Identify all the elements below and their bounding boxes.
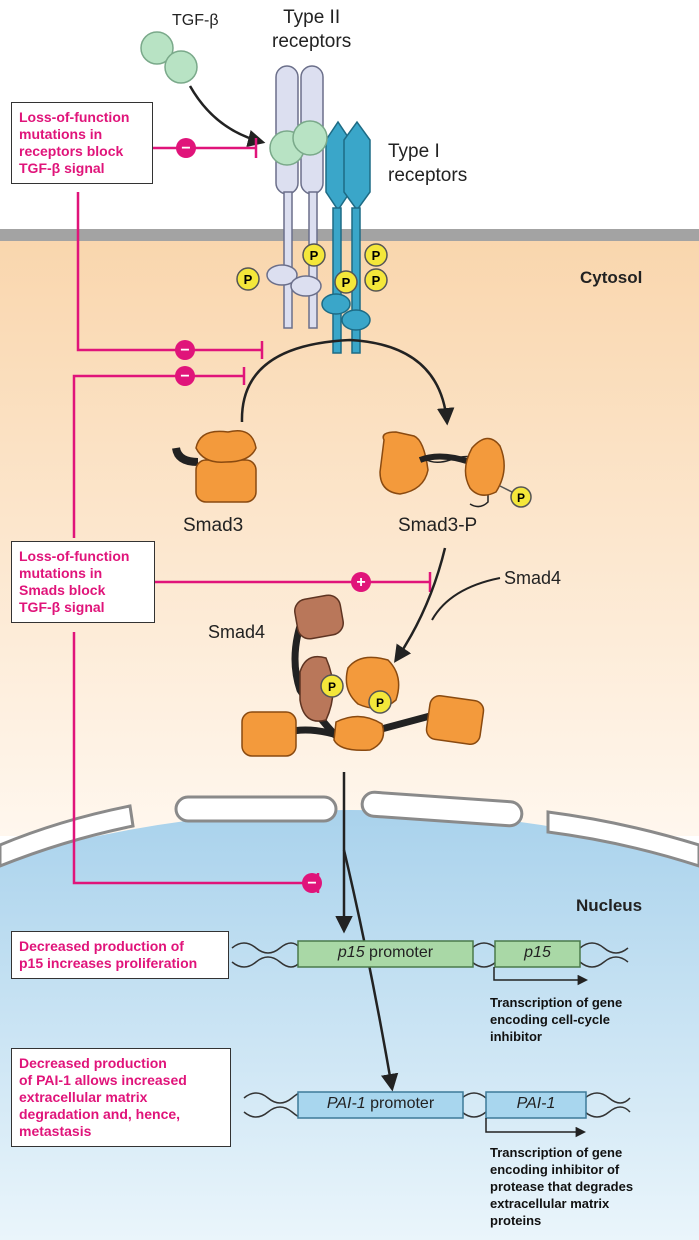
smad3-p-protein: P — [379, 431, 532, 508]
nucleus-label: Nucleus — [576, 896, 643, 915]
p15-transcription-note: Transcription of gene encoding cell-cycl… — [490, 995, 623, 1044]
inhibition-plus-smad4-binding — [351, 572, 371, 592]
svg-text:P: P — [310, 248, 319, 263]
receptor-kinase-domains — [266, 264, 371, 331]
bound-tgf-beta — [269, 120, 328, 166]
receptor-inhibition-line — [152, 138, 258, 158]
svg-text:P: P — [376, 696, 384, 710]
receptor-phosphate-groups: P P P P P — [236, 243, 388, 294]
ligand-binding-arrow — [188, 85, 266, 148]
inhibition-minus-phosphorylation-2 — [175, 366, 195, 386]
p15-promoter-box — [297, 940, 474, 968]
dna-strand-p15 — [231, 942, 629, 968]
tgf-beta-ligand — [140, 31, 198, 84]
svg-text:−: − — [181, 140, 190, 157]
svg-text:−: − — [307, 875, 316, 892]
type-i-receptors-line2: receptors — [388, 165, 468, 186]
svg-text:−: − — [180, 342, 189, 359]
smad3-label: Smad3 — [183, 515, 244, 536]
type-ii-receptors-line2: receptors — [272, 31, 352, 52]
p15-effect-box: Decreased production of p15 increases pr… — [11, 931, 229, 979]
smad-complex: P P — [241, 594, 485, 757]
pai1-gene-box — [485, 1091, 587, 1119]
svg-text:P: P — [244, 272, 253, 287]
svg-text:+: + — [356, 574, 365, 591]
svg-text:−: − — [180, 368, 189, 385]
pai1-gene-name: PAI-1 — [516, 1095, 556, 1112]
receptor-box-inhibition-line — [76, 192, 264, 359]
p15-promoter-label: p15 promoter — [298, 944, 473, 962]
svg-text:P: P — [372, 273, 381, 288]
tgf-beta-label: TGF-β — [172, 12, 219, 29]
type-i-receptors-line1: Type I — [388, 141, 440, 162]
pai1-gene-label: PAI-1 — [486, 1095, 586, 1113]
svg-text:P: P — [517, 491, 525, 505]
pai1-promoter-label: PAI-1 promoter — [298, 1095, 463, 1113]
svg-text:P: P — [372, 248, 381, 263]
smad-mutation-box: Loss-of-function mutations in Smads bloc… — [11, 541, 155, 623]
pai1-transcription-note: Transcription of gene encoding inhibitor… — [490, 1145, 634, 1228]
smad-complex-formation-arrow — [394, 547, 447, 663]
inhibition-minus-nuclear-entry — [302, 873, 322, 893]
smad3-protein — [172, 430, 257, 503]
inhibition-minus-receptor — [176, 138, 196, 158]
inhibition-minus-phosphorylation-1 — [175, 340, 195, 360]
smad3-phosphorylation-arrow — [240, 338, 455, 426]
smad4-incoming-label: Smad4 — [504, 568, 562, 588]
pai1-transcription-arrow — [485, 1118, 587, 1138]
pai1-promoter-box — [297, 1091, 464, 1119]
type-ii-receptors-label: Type II receptors — [272, 6, 351, 54]
smad4-incoming-line — [431, 577, 501, 621]
type-ii-receptors-line1: Type II — [283, 7, 341, 28]
pai1-promoter-gene-name: PAI-1 — [326, 1095, 366, 1112]
p15-gene-label: p15 — [495, 944, 580, 962]
p15-promoter-word: promoter — [364, 944, 434, 961]
receptor-mutation-box: Loss-of-function mutations in receptors … — [11, 102, 153, 184]
svg-text:P: P — [342, 275, 351, 290]
pai1-promoter-word: promoter — [365, 1095, 435, 1112]
smad4-complex-label: Smad4 — [208, 622, 266, 642]
p15-transcription-arrow — [493, 967, 589, 986]
plasma-membrane — [0, 229, 699, 241]
nuclear-envelope — [0, 790, 699, 868]
smad3-p-label: Smad3-P — [398, 515, 478, 536]
svg-text:P: P — [328, 680, 336, 694]
pai1-effect-box: Decreased production of PAI-1 allows inc… — [11, 1048, 231, 1147]
p15-promoter-gene-name: p15 — [337, 944, 365, 961]
p15-gene-name: p15 — [524, 944, 551, 961]
type-i-receptors-label: Type I receptors — [388, 140, 467, 188]
p15-gene-box — [494, 940, 581, 968]
cytosol-label: Cytosol — [580, 268, 643, 287]
